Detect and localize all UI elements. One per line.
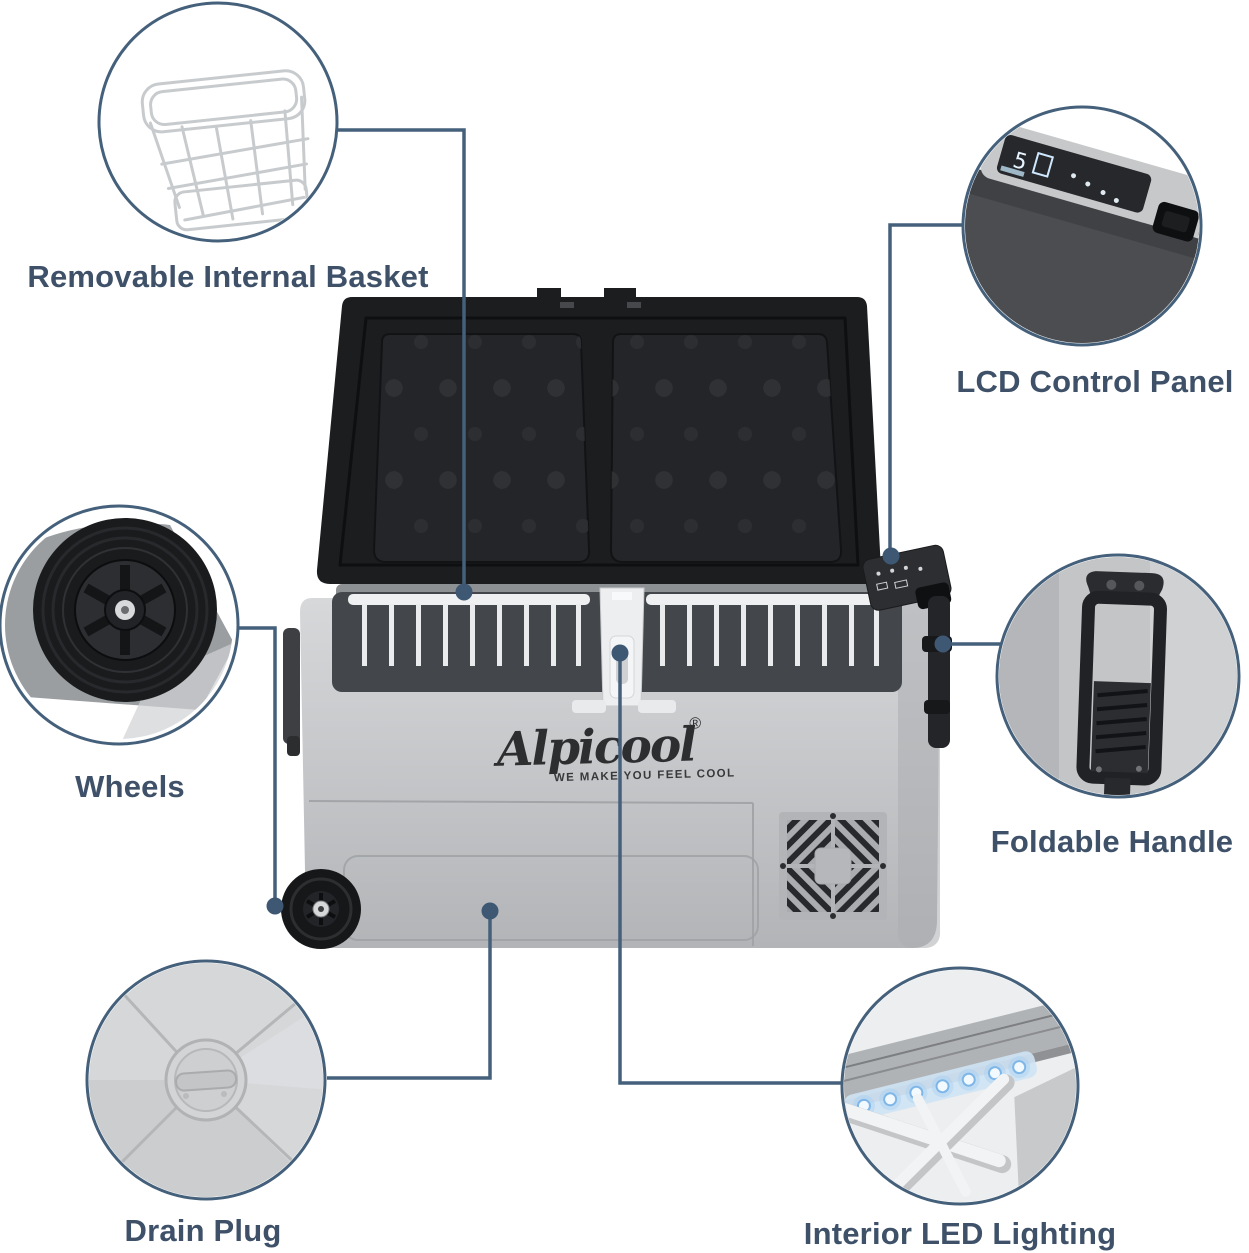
callout-handle [995,553,1241,799]
callout-basket [97,1,339,243]
lcd-panel-photo: 5 [965,122,1199,343]
led-connector-line [618,657,842,1085]
basket-connector-dot [455,583,473,601]
handle-photo [999,557,1237,795]
brand-logo: Alpicool ® WE MAKE YOU FEEL COOL [492,715,736,784]
wheels-label: Wheels [75,769,185,804]
connector-dots [266,547,952,920]
callout-wheels [0,504,240,746]
wire-basket-right [646,594,890,666]
lcd-connector-dot [882,547,900,565]
wheel-photo [5,518,233,739]
vent-grille [779,812,887,920]
wheels-connector-line [235,626,277,902]
led-label: Interior LED Lighting [803,1216,1117,1251]
brand-tagline: WE MAKE YOU FEEL COOL [554,767,736,784]
fridge-illustration: Alpicool ® WE MAKE YOU FEEL COOL [281,288,952,949]
body-seam-horizontal [308,800,754,804]
callout-drain [85,959,327,1201]
front-wheel [281,869,361,949]
drain-connector-dot [481,902,499,920]
basket-label: Removable Internal Basket [27,259,429,294]
drain-connector-line [327,915,492,1080]
connector-lines [235,128,1001,1085]
wheels-connector-dot [266,897,284,915]
handle-label: Foldable Handle [990,824,1234,859]
basket-connector-line [336,128,466,590]
registered-mark: ® [689,715,701,732]
callout-lcd: 5 [961,105,1203,347]
led-connector-dot [611,644,629,662]
drain-label: Drain Plug [124,1213,282,1248]
brand-name: Alpicool [492,717,697,777]
handle-connector-dot [934,635,952,653]
drain-plug-photo [89,963,323,1197]
wire-basket-icon [140,69,310,232]
lcd-connector-line [888,223,963,552]
lcd-label: LCD Control Panel [956,364,1234,399]
fridge-body: Alpicool ® WE MAKE YOU FEEL COOL [281,544,952,949]
callout-led [840,966,1080,1206]
svg-text:5: 5 [1010,148,1030,176]
wire-basket-left [348,594,590,666]
left-side-handle [283,628,300,756]
fridge-opening [332,587,902,713]
fridge-open-lid [316,288,882,584]
